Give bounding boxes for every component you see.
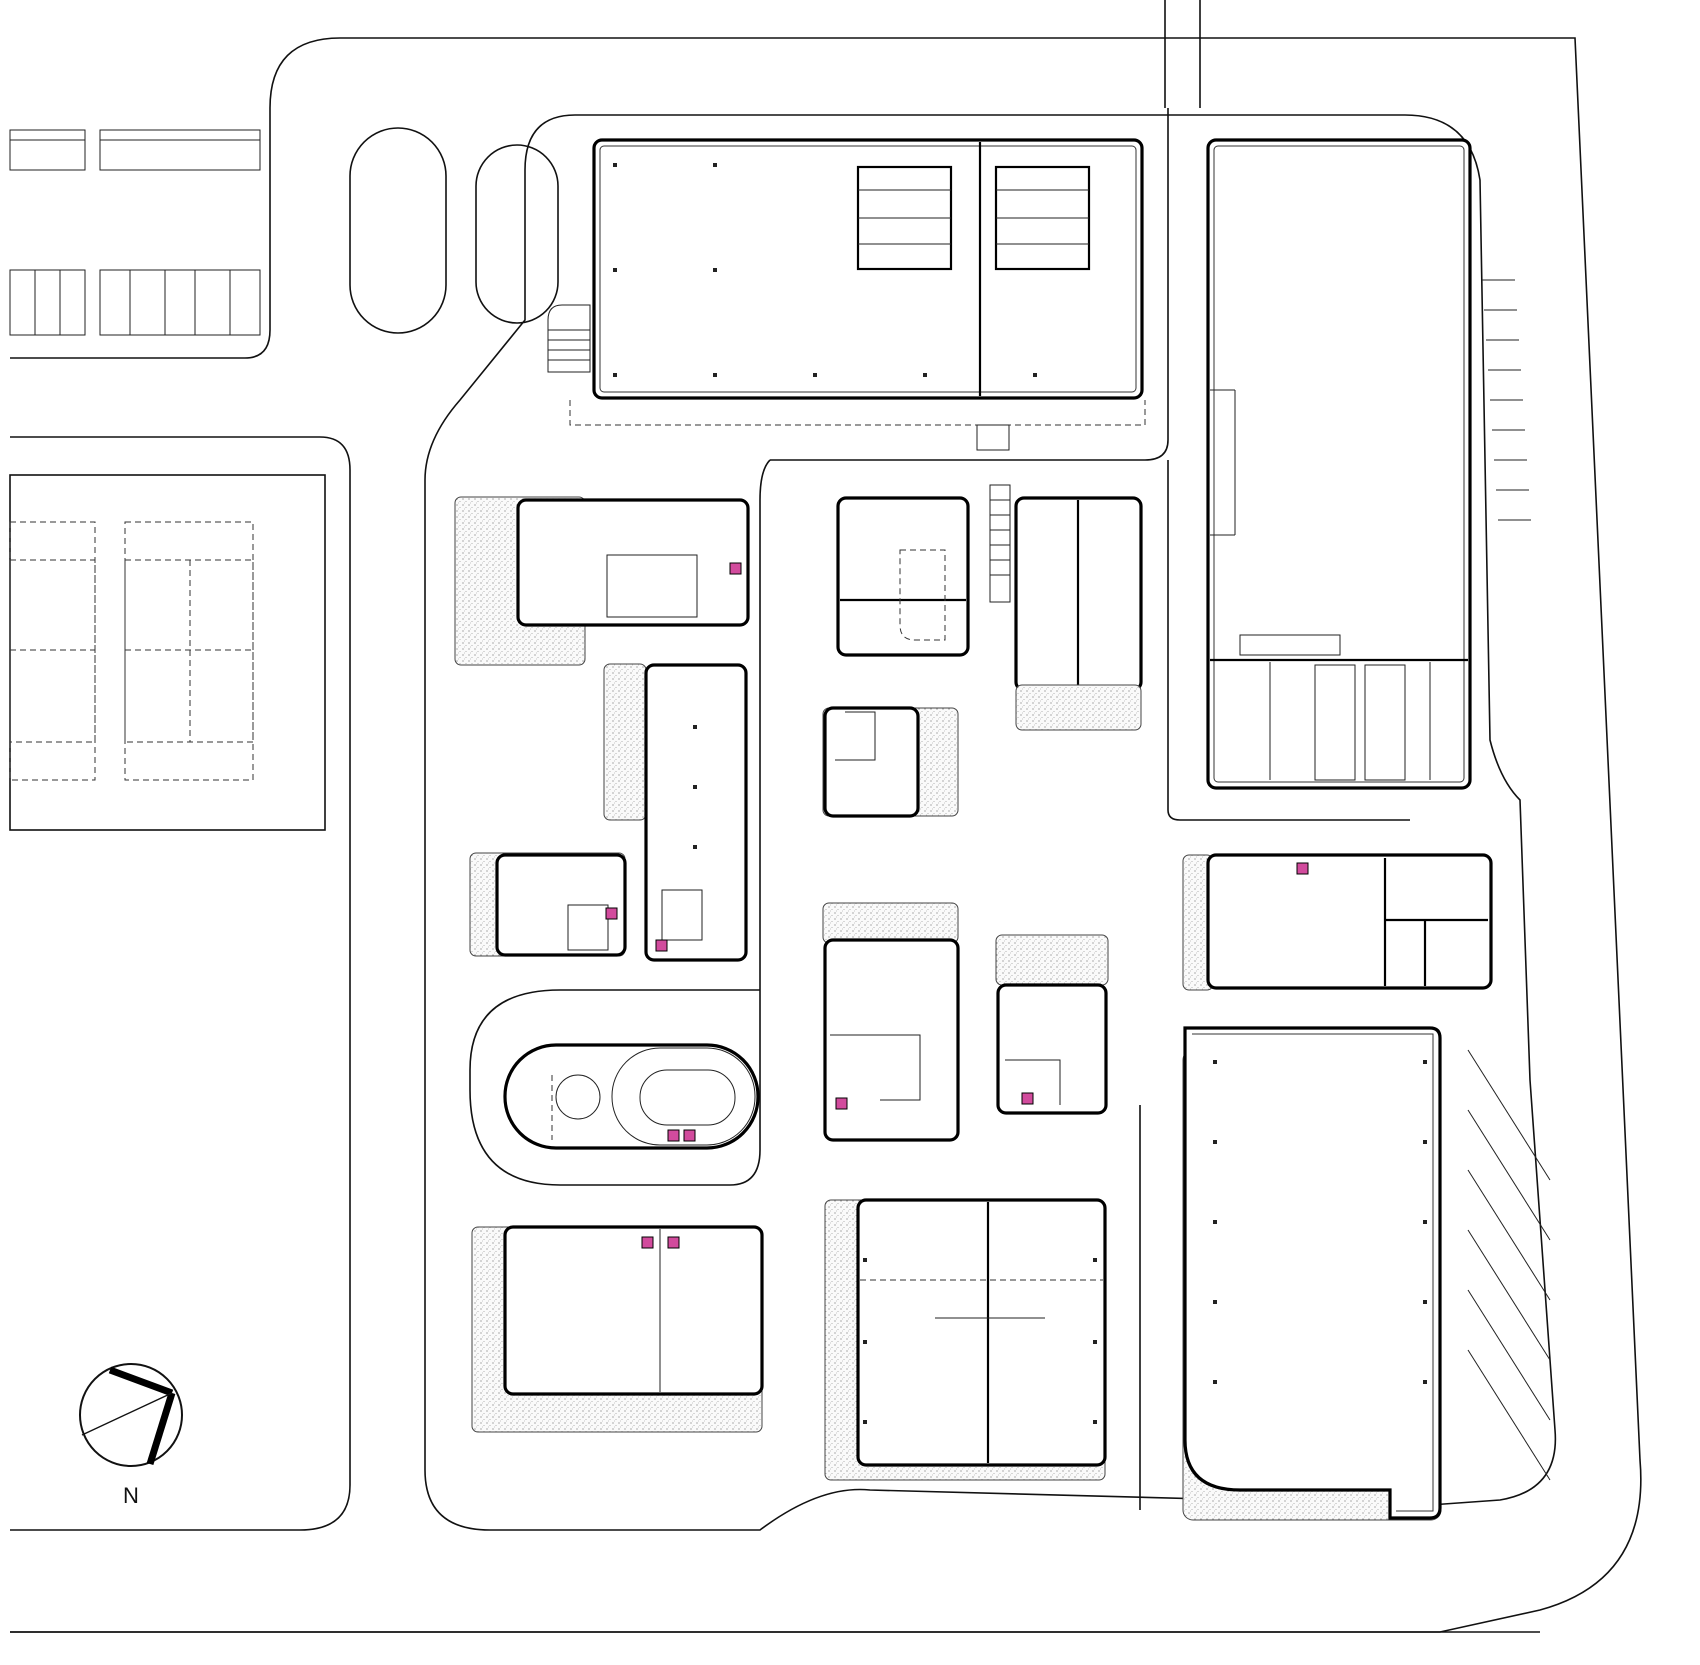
parking-row-mid xyxy=(9,269,261,336)
parking-row-top xyxy=(9,129,261,171)
office-b[interactable] xyxy=(836,496,970,657)
office-j[interactable] xyxy=(471,1225,764,1433)
road-network xyxy=(9,0,1642,1633)
restroom-block-left xyxy=(856,165,953,271)
office-a[interactable] xyxy=(454,496,750,666)
office-k[interactable] xyxy=(824,1198,1107,1481)
office-d[interactable] xyxy=(603,663,748,962)
office-c[interactable] xyxy=(989,484,1143,731)
office-g[interactable] xyxy=(822,902,960,1142)
office-i[interactable] xyxy=(1182,853,1493,991)
office-e[interactable] xyxy=(822,706,959,818)
warehouse-southeast[interactable] xyxy=(1182,1026,1442,1521)
warehouse-east[interactable] xyxy=(1206,138,1472,790)
warehouse-north[interactable] xyxy=(547,138,1146,451)
restroom-block-right xyxy=(994,165,1091,271)
north-label: N xyxy=(123,1483,139,1508)
stair-icon xyxy=(547,304,591,373)
north-arrow-icon xyxy=(79,1363,183,1467)
stair-icon xyxy=(989,484,1011,603)
restroom-block xyxy=(1269,662,1431,781)
parking-diagonal-right xyxy=(1467,1049,1551,1481)
column-grid xyxy=(613,163,1427,1424)
parking-vertical-right xyxy=(1482,279,1531,521)
office-f[interactable] xyxy=(469,852,627,957)
office-h[interactable] xyxy=(995,934,1109,1115)
oval-pavilion[interactable] xyxy=(503,1043,760,1150)
